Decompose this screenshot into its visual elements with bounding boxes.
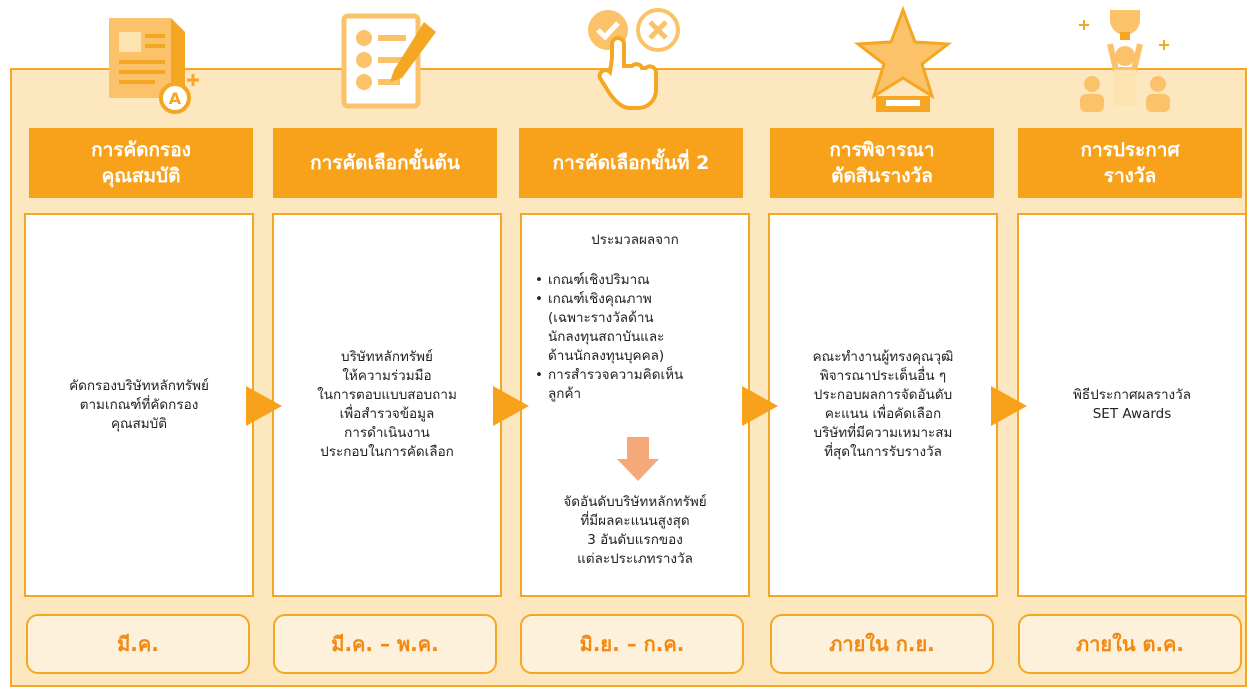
criteria-item: การสำรวจความคิดเห็น ลูกค้า [535, 366, 740, 404]
step-2-description: บริษัทหลักทรัพย์ ให้ความร่วมมือ ในการตอบ… [317, 349, 457, 460]
step-4-description: คณะทำงานผู้ทรงคุณวุฒิ พิจารณาประเด็นอื่น… [812, 349, 954, 460]
tap-choice-icon [588, 8, 680, 110]
step-1-card: คัดกรองบริษัทหลักทรัพย์ ตามเกณฑ์ที่คัดกร… [24, 213, 254, 597]
step-5-header: การประกาศรางวัล [1018, 128, 1242, 198]
criteria-item: เกณฑ์เชิงคุณภาพ (เฉพาะรางวัลด้าน นักลงทุ… [535, 290, 740, 366]
step-5-description: พิธีประกาศผลรางวัล SET Awards [1073, 387, 1191, 422]
checklist-pencil-icon [341, 13, 436, 109]
criteria-item: เกณฑ์เชิงปริมาณ [535, 271, 740, 290]
step-1-description: คัดกรองบริษัทหลักทรัพย์ ตามเกณฑ์ที่คัดกร… [69, 377, 209, 432]
flow-arrow-icon [991, 386, 1027, 426]
flow-arrow-icon [246, 386, 282, 426]
step-3-header: การคัดเลือกขั้นที่ 2 [519, 128, 743, 198]
step-3-criteria-list: เกณฑ์เชิงปริมาณ เกณฑ์เชิงคุณภาพ (เฉพาะรา… [534, 271, 740, 404]
flow-arrow-icon [493, 386, 529, 426]
svg-text:A: A [169, 89, 182, 108]
step-5-card: พิธีประกาศผลรางวัล SET Awards [1017, 213, 1247, 597]
flow-arrow-icon [742, 386, 778, 426]
step-4-card: คณะทำงานผู้ทรงคุณวุฒิ พิจารณาประเด็นอื่น… [768, 213, 998, 597]
step-2-header: การคัดเลือกขั้นต้น [273, 128, 497, 198]
step-1-header: การคัดกรองคุณสมบัติ [29, 128, 253, 198]
step-3-intro: ประมวลผลจาก [591, 232, 679, 248]
down-arrow-icon [617, 437, 659, 481]
step-4-timeline: ภายใน ก.ย. [770, 614, 994, 674]
step-3-result: จัดอันดับบริษัทหลักทรัพย์ ที่มีผลคะแนนสู… [563, 494, 707, 567]
step-3-card: ประมวลผลจาก เกณฑ์เชิงปริมาณ เกณฑ์เชิงคุณ… [520, 213, 750, 597]
document-grade-icon: A [109, 18, 199, 114]
step-1-timeline: มี.ค. [26, 614, 250, 674]
award-winners-icon [1079, 10, 1170, 112]
step-2-card: บริษัทหลักทรัพย์ ให้ความร่วมมือ ในการตอบ… [272, 213, 502, 597]
step-3-timeline: มิ.ย. – ก.ค. [520, 614, 744, 674]
step-5-timeline: ภายใน ต.ค. [1018, 614, 1242, 674]
step-4-header: การพิจารณาตัดสินรางวัล [770, 128, 994, 198]
step-2-timeline: มี.ค. – พ.ค. [273, 614, 497, 674]
star-trophy-icon [853, 5, 953, 112]
